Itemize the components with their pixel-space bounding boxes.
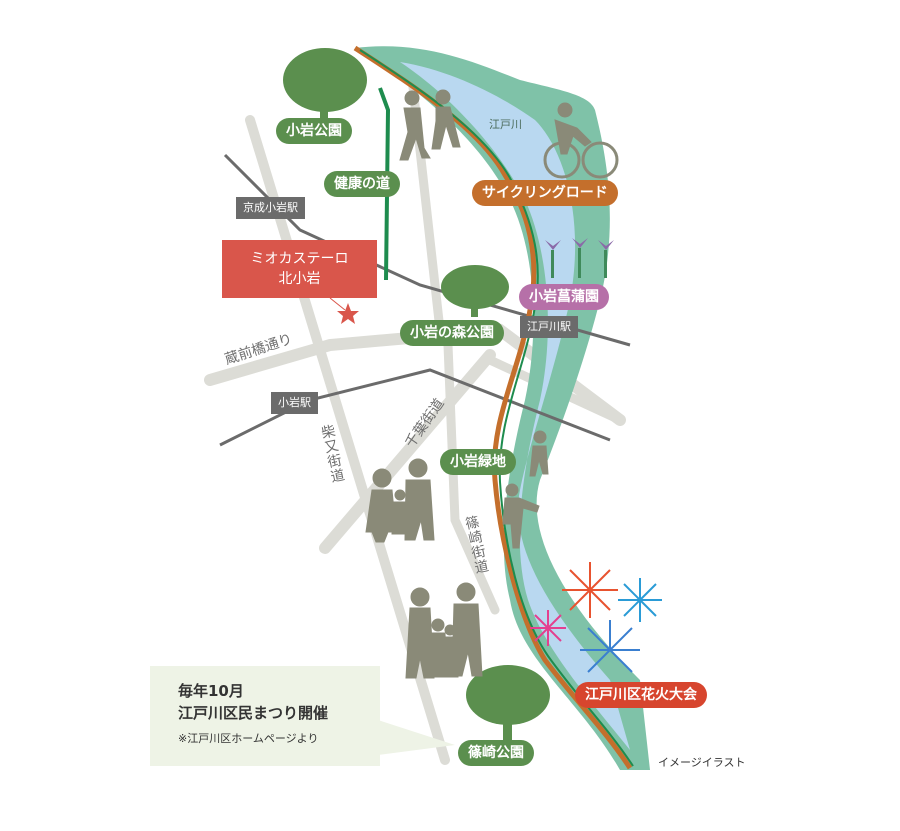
label-mori-park: 小岩の森公園: [400, 320, 504, 346]
property-pointer-line: [329, 297, 346, 311]
green-river-path: [359, 49, 634, 767]
kenko-road-path: [378, 87, 391, 281]
cyclist-silhouette-icon: [543, 102, 619, 179]
road-chiba: [319, 349, 496, 554]
property-name-line2: 北小岩: [278, 271, 321, 287]
image-note: イメージイラスト: [658, 756, 746, 769]
property-label-box: ミオカステーロ 北小岩: [222, 240, 377, 298]
river-label: 江戸川: [489, 118, 522, 131]
label-kenko-road: 健康の道: [324, 171, 400, 197]
walkers-silhouette-icon: [399, 89, 461, 161]
edogawa-river: [355, 46, 650, 770]
road-upper-diagonal: [405, 55, 445, 335]
label-shinozaki-park: 篠崎公園: [458, 740, 534, 766]
property-star-icon: [337, 303, 359, 324]
station-keisei-koiwa: 京成小岩駅: [236, 197, 305, 219]
label-ryokuchi: 小岩緑地: [440, 449, 516, 475]
family-silhouette-icon: [365, 458, 435, 543]
label-koiwa-park: 小岩公園: [276, 118, 352, 144]
callout-box: 毎年10月 江戸川区民まつり開催 ※江戸川区ホームページより: [150, 666, 380, 766]
rail-jr: [219, 368, 611, 447]
station-edogawa: 江戸川駅: [520, 316, 578, 338]
tree-icon: [466, 665, 550, 743]
tree-icon: [441, 265, 509, 317]
river-bank: [355, 46, 650, 770]
callout-line2: 江戸川区民まつり開催: [178, 704, 329, 722]
road-shinozaki: [443, 340, 500, 615]
property-name-line1: ミオカステーロ: [250, 251, 349, 267]
tree-icon: [283, 48, 367, 118]
label-shobuen: 小岩菖蒲園: [519, 284, 609, 310]
iris-flower-icon: [545, 238, 614, 278]
callout-pointer: [378, 720, 455, 755]
river-water: [400, 62, 630, 750]
callout-note: ※江戸川区ホームページより: [178, 732, 319, 745]
callout-line1: 毎年10月: [178, 682, 244, 700]
fireworks-icon: [530, 562, 662, 673]
family-silhouette-icon: [405, 582, 483, 679]
station-koiwa: 小岩駅: [271, 392, 318, 414]
label-fireworks: 江戸川区花火大会: [575, 682, 707, 708]
cycling-road-path: [353, 45, 633, 770]
baseball-players-silhouette-icon: [502, 430, 549, 549]
label-cycling-road: サイクリングロード: [472, 180, 618, 206]
